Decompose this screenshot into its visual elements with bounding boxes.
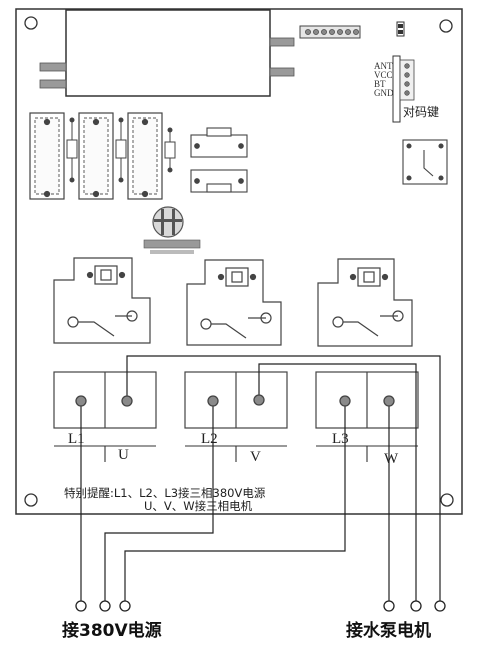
screw-v <box>253 394 265 406</box>
wire-l2 <box>104 401 214 601</box>
motor-point-2 <box>410 600 422 612</box>
wire-v <box>258 363 417 601</box>
contactor-2 <box>186 259 282 346</box>
notice-line-1: 特别提醒:L1、L2、L3接三相380V电源 <box>64 486 266 500</box>
motor-label: 接水泵电机 <box>346 620 431 641</box>
screw-w <box>383 395 395 407</box>
relay-2 <box>78 112 114 200</box>
pin-label-vcc: VCC <box>374 70 393 80</box>
screw-l1 <box>75 395 87 407</box>
power-module <box>39 9 295 97</box>
notice-line-2: U、V、W接三相电机 <box>144 499 253 513</box>
mounting-hole-top-right <box>439 19 453 33</box>
relay-bank <box>29 112 163 200</box>
power-point-2 <box>99 600 111 612</box>
pairing-key-label: 对码键 <box>403 105 439 119</box>
label-w: W <box>384 451 399 467</box>
mounting-hole-top-left <box>24 16 38 30</box>
mounting-hole-bottom-right <box>440 493 454 507</box>
pin-label-gnd: GND <box>374 88 394 98</box>
screw-u <box>121 395 133 407</box>
mounting-holes <box>24 16 454 507</box>
antenna-header <box>392 55 415 123</box>
relay-small-right <box>402 139 448 185</box>
terminal-blocks <box>53 371 419 429</box>
contactor-1 <box>53 257 151 344</box>
contactor-3 <box>317 258 413 347</box>
wire-l3 <box>124 401 346 601</box>
label-u: U <box>118 447 129 463</box>
screw-l3 <box>339 395 351 407</box>
horizontal-components <box>190 127 248 193</box>
label-l2: L2 <box>201 431 218 447</box>
screw-l2 <box>207 395 219 407</box>
terminal-label-rails <box>54 445 418 462</box>
pin-label-ant: ANT <box>374 61 393 71</box>
resistors <box>66 117 176 183</box>
pin-header-top <box>299 25 361 39</box>
antenna-pin-labels: ANT VCC BT GND <box>374 61 394 98</box>
label-l3: L3 <box>332 431 349 447</box>
power-label: 接380V电源 <box>62 620 162 641</box>
relay-1 <box>29 112 65 200</box>
terminal-screws <box>75 394 395 407</box>
label-l1: L1 <box>68 431 85 447</box>
power-point-1 <box>75 600 87 612</box>
mounting-hole-bottom-left <box>24 493 38 507</box>
motor-point-1 <box>383 600 395 612</box>
power-point-3 <box>119 600 131 612</box>
relay-3 <box>127 112 163 200</box>
motor-point-3 <box>434 600 446 612</box>
wire-u <box>126 355 441 601</box>
pin-label-bt: BT <box>374 79 386 89</box>
jumper <box>396 21 405 37</box>
bottom-terminals <box>75 600 446 612</box>
brand-logo <box>143 206 201 254</box>
label-v: V <box>250 449 261 465</box>
wiring <box>80 355 441 601</box>
